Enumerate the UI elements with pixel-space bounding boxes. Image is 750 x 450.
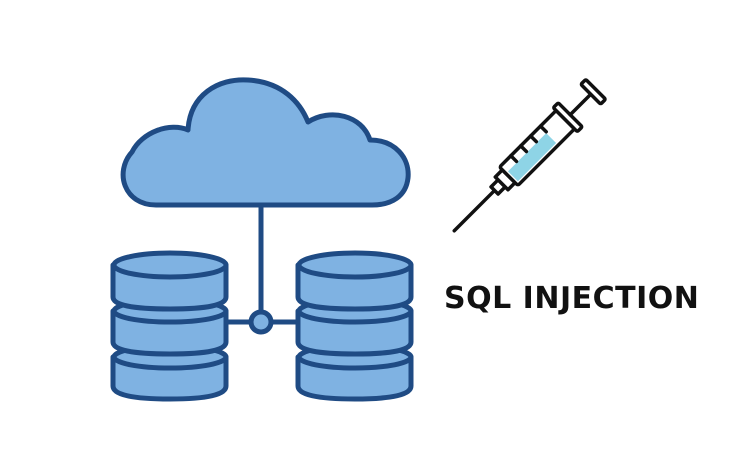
cloud-icon: [120, 77, 411, 208]
database-icon-right: [295, 250, 414, 402]
page-title: SQL INJECTION: [444, 281, 700, 316]
syringe-icon: [452, 78, 607, 233]
network-connector-icon: [223, 202, 301, 335]
database-icon-left: [110, 250, 229, 402]
